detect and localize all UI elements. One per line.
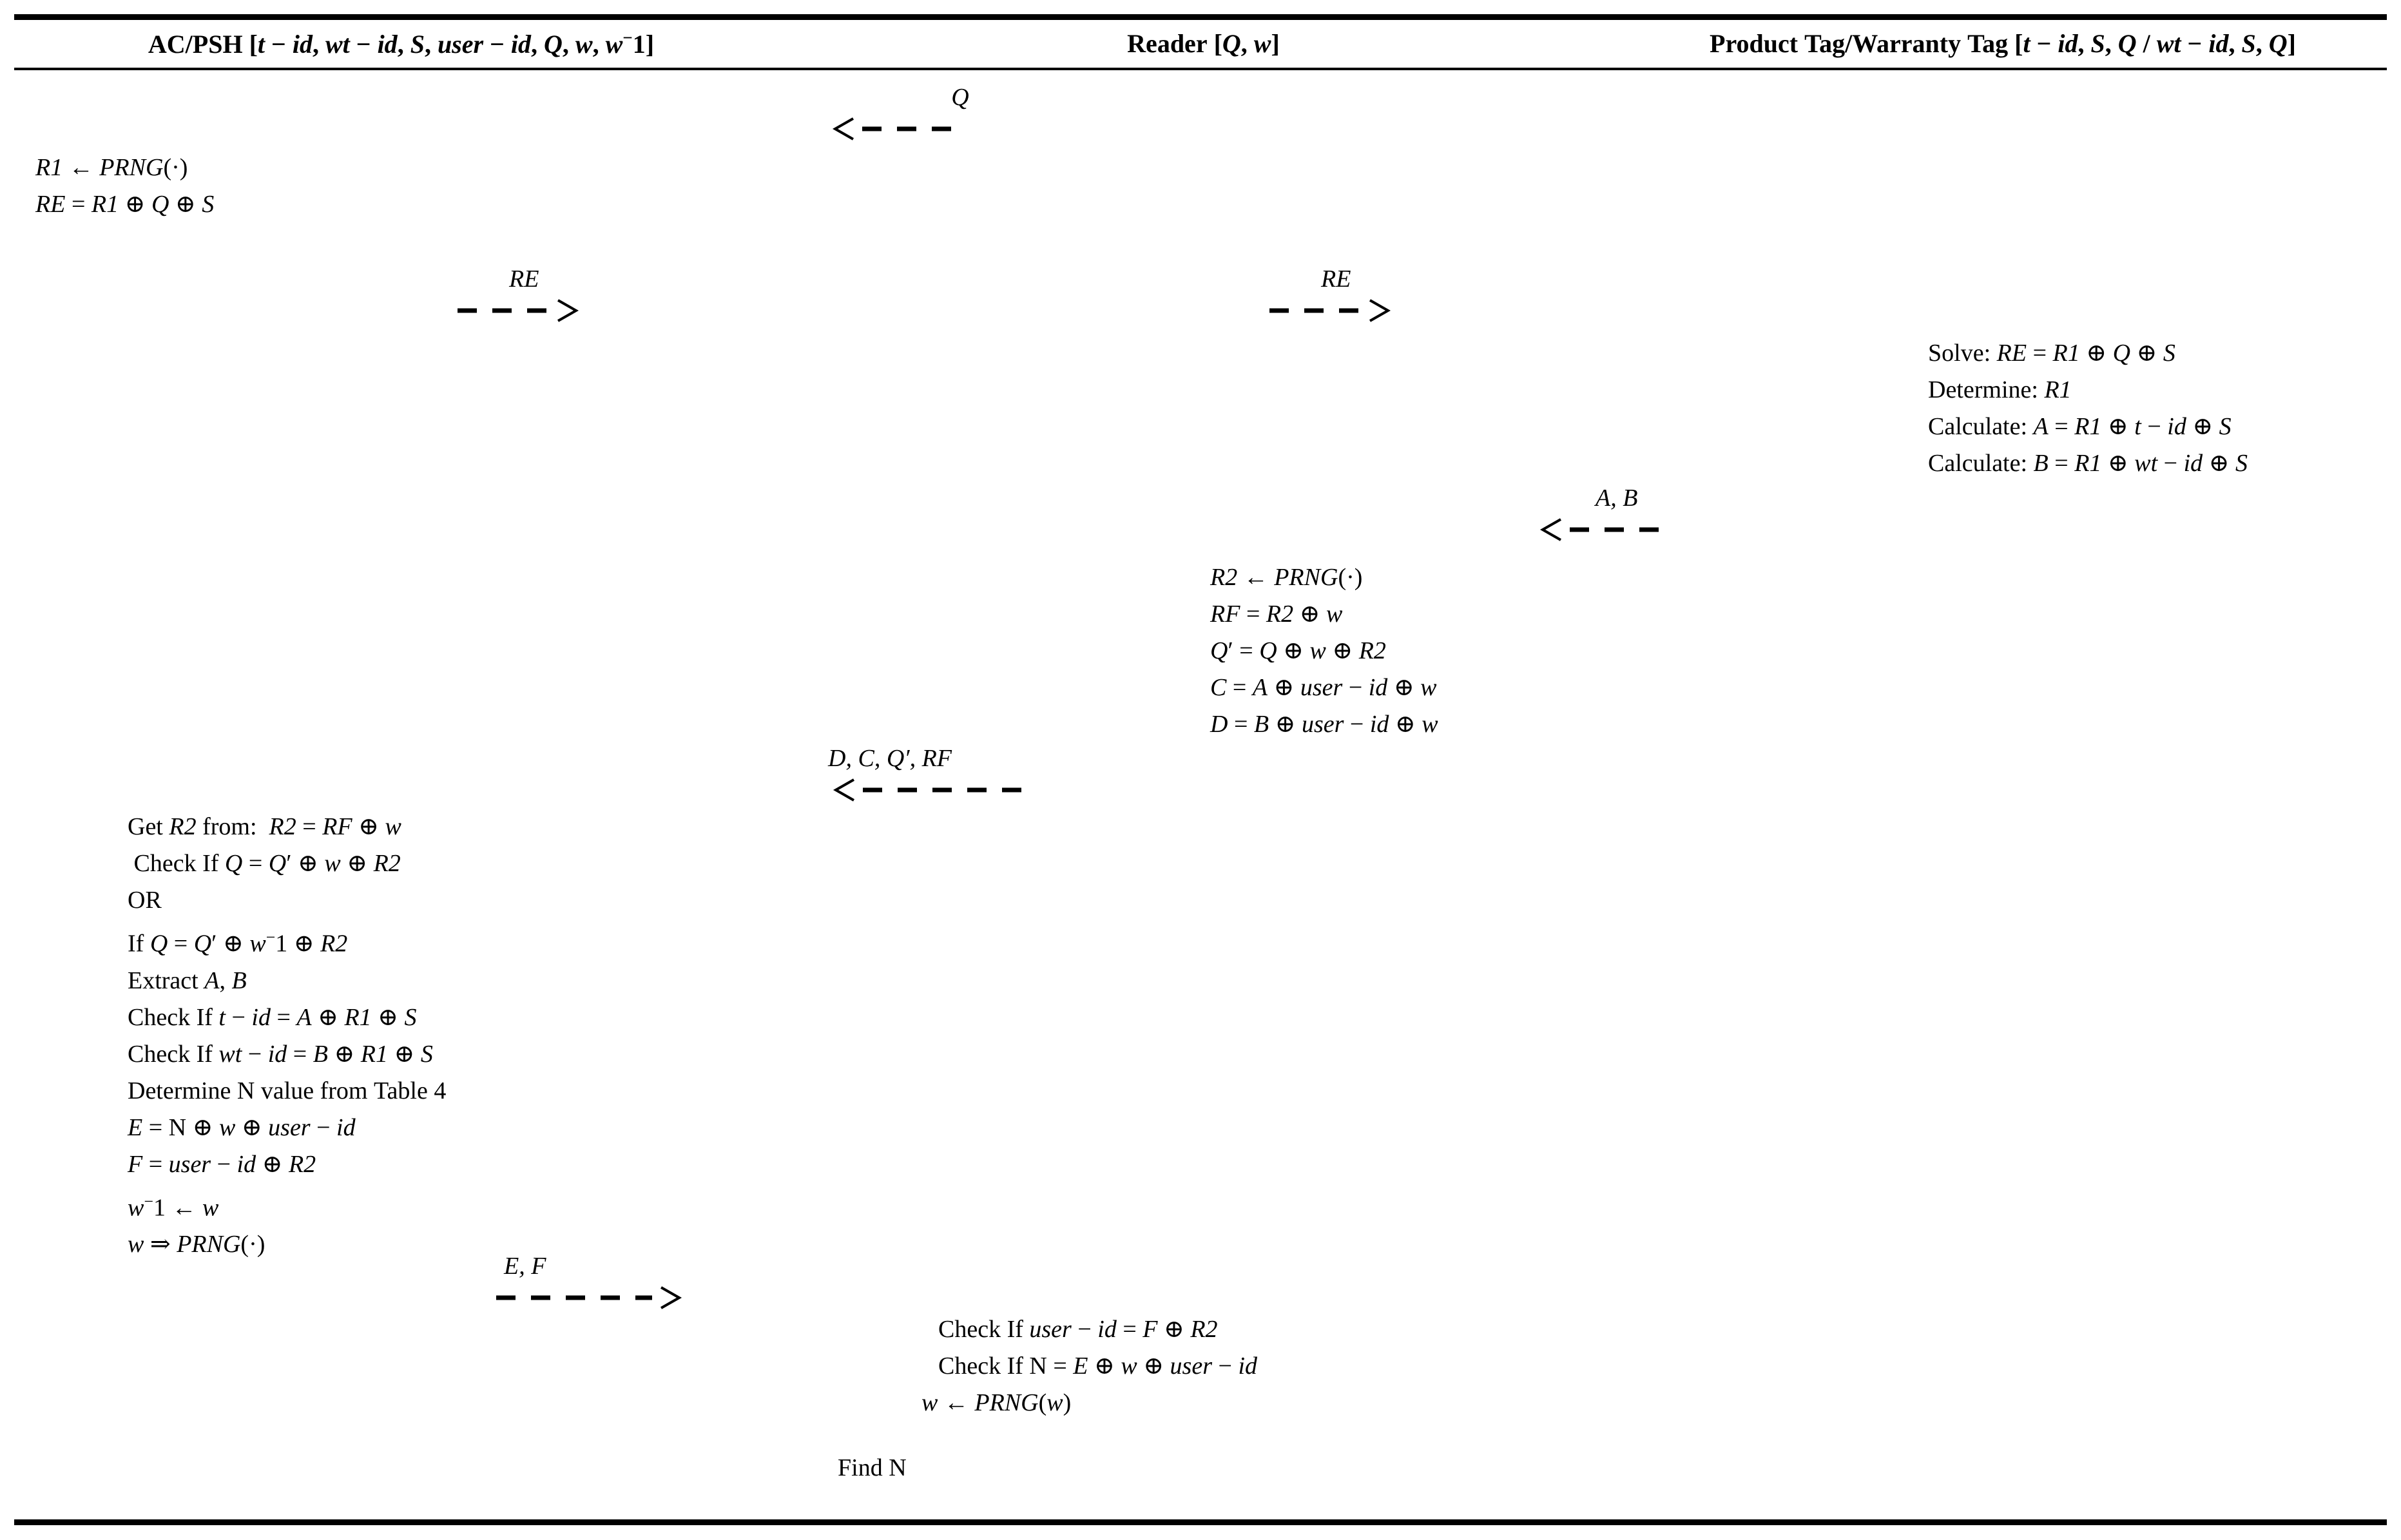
message-ab: A, B: [1534, 482, 1804, 545]
message-re-left-arrow: [451, 295, 722, 326]
block-reader-verify: Check If user − id = F ⊕ R2 Check If N =…: [921, 1311, 1257, 1421]
acpsh-verify-line-0: Get R2 from: R2 = RF ⊕ w: [128, 813, 401, 840]
column-headers: AC/PSH [t − id, wt − id, S, user − id, Q…: [0, 23, 2401, 64]
message-q-arrow: [825, 113, 1095, 144]
message-re-left: RE: [451, 263, 722, 326]
table-bottom-rule: [14, 1519, 2387, 1525]
reader-compute-line-0: R2 ← PRNG(·): [1210, 564, 1363, 591]
table-top-rule: [14, 14, 2387, 20]
arrow-right-dashed-icon: [458, 299, 579, 322]
message-re-right-arrow: [1263, 295, 1534, 326]
message-re-right: RE: [1263, 263, 1534, 326]
message-ef: E, F: [490, 1250, 825, 1313]
message-ab-arrow: [1534, 514, 1804, 545]
block-reader-result: Find N: [838, 1450, 907, 1487]
tag-compute-line-2: Calculate: A = R1 ⊕ t − id ⊕ S: [1928, 413, 2232, 440]
reader-compute-line-1: RF = R2 ⊕ w: [1210, 601, 1343, 628]
column-header-ac-psh-label: AC/PSH [t − id, wt − id, S, user − id, Q…: [148, 28, 655, 59]
block-reader-compute: R2 ← PRNG(·) RF = R2 ⊕ w Q′ = Q ⊕ w ⊕ R2…: [1210, 559, 1438, 743]
reader-compute-line-2: Q′ = Q ⊕ w ⊕ R2: [1210, 637, 1386, 664]
reader-compute-line-3: C = A ⊕ user − id ⊕ w: [1210, 674, 1437, 701]
arrow-left-dashed-icon: [1539, 518, 1661, 541]
reader-verify-line-1: Check If N = E ⊕ w ⊕ user − id: [938, 1352, 1257, 1380]
arrow-right-dashed-icon: [496, 1286, 682, 1309]
acpsh-verify-line-1: Check If Q = Q′ ⊕ w ⊕ R2: [133, 850, 401, 877]
block-acpsh-verify: Get R2 from: R2 = RF ⊕ w Check If Q = Q′…: [128, 809, 446, 1263]
column-header-tag-label: Product Tag/Warranty Tag [t − id, S, Q /…: [1710, 29, 2296, 58]
acpsh-verify-line-8: E = N ⊕ w ⊕ user − id: [128, 1113, 356, 1141]
message-dcqrf-label: D, C, Q′, RF: [828, 745, 952, 772]
message-q-label: Q: [951, 84, 969, 111]
message-dcqrf-arrow: [828, 775, 1163, 805]
arrow-left-dashed-icon: [832, 117, 954, 140]
acpsh-verify-line-2: OR: [128, 887, 162, 914]
acpsh-verify-line-7: Determine N value from Table 4: [128, 1077, 447, 1104]
message-re-left-label: RE: [509, 265, 539, 293]
block-acpsh-init: R1 ← PRNG(·) RE = R1 ⊕ Q ⊕ S: [35, 149, 214, 223]
acpsh-verify-line-9: F = user − id ⊕ R2: [128, 1150, 316, 1178]
arrow-right-dashed-icon: [1269, 299, 1391, 322]
message-dcqrf: D, C, Q′, RF: [828, 742, 1163, 805]
message-re-right-label: RE: [1321, 265, 1351, 293]
reader-verify-line-2: w ← PRNG(w): [921, 1389, 1072, 1416]
tag-compute-line-0: Solve: RE = R1 ⊕ Q ⊕ S: [1928, 340, 2175, 367]
tag-compute-line-1: Determine: R1: [1928, 376, 2072, 403]
column-header-reader-label: Reader [Q, w]: [1127, 29, 1280, 58]
message-ab-label: A, B: [1596, 485, 1638, 512]
acpsh-init-line-0: R1 ← PRNG(·): [35, 154, 188, 181]
table-header-rule: [14, 68, 2387, 70]
tag-compute-line-3: Calculate: B = R1 ⊕ wt − id ⊕ S: [1928, 450, 2248, 477]
column-header-tag: Product Tag/Warranty Tag [t − id, S, Q /…: [1605, 30, 2401, 58]
arrow-left-dashed-icon: [833, 778, 1021, 802]
acpsh-verify-line-4: Extract A, B: [128, 967, 247, 994]
acpsh-verify-line-10: w−1 ← w: [128, 1191, 219, 1222]
column-header-reader: Reader [Q, w]: [802, 30, 1605, 58]
reader-verify-line-0: Check If user − id = F ⊕ R2: [938, 1316, 1218, 1343]
message-ef-arrow: [490, 1282, 825, 1313]
block-tag-compute: Solve: RE = R1 ⊕ Q ⊕ S Determine: R1 Cal…: [1928, 335, 2248, 482]
acpsh-verify-line-5: Check If t − id = A ⊕ R1 ⊕ S: [128, 1003, 417, 1031]
acpsh-verify-line-6: Check If wt − id = B ⊕ R1 ⊕ S: [128, 1040, 433, 1068]
message-ef-label: E, F: [504, 1253, 546, 1280]
message-q: Q: [825, 81, 1095, 144]
acpsh-verify-line-11: w ⇒ PRNG(·): [128, 1231, 265, 1258]
reader-compute-line-4: D = B ⊕ user − id ⊕ w: [1210, 711, 1438, 738]
acpsh-verify-line-3: If Q = Q′ ⊕ w−1 ⊕ R2: [128, 928, 348, 958]
reader-result-line-0: Find N: [838, 1454, 907, 1481]
acpsh-init-line-1: RE = R1 ⊕ Q ⊕ S: [35, 191, 215, 218]
column-header-ac-psh: AC/PSH [t − id, wt − id, S, user − id, Q…: [0, 28, 802, 59]
